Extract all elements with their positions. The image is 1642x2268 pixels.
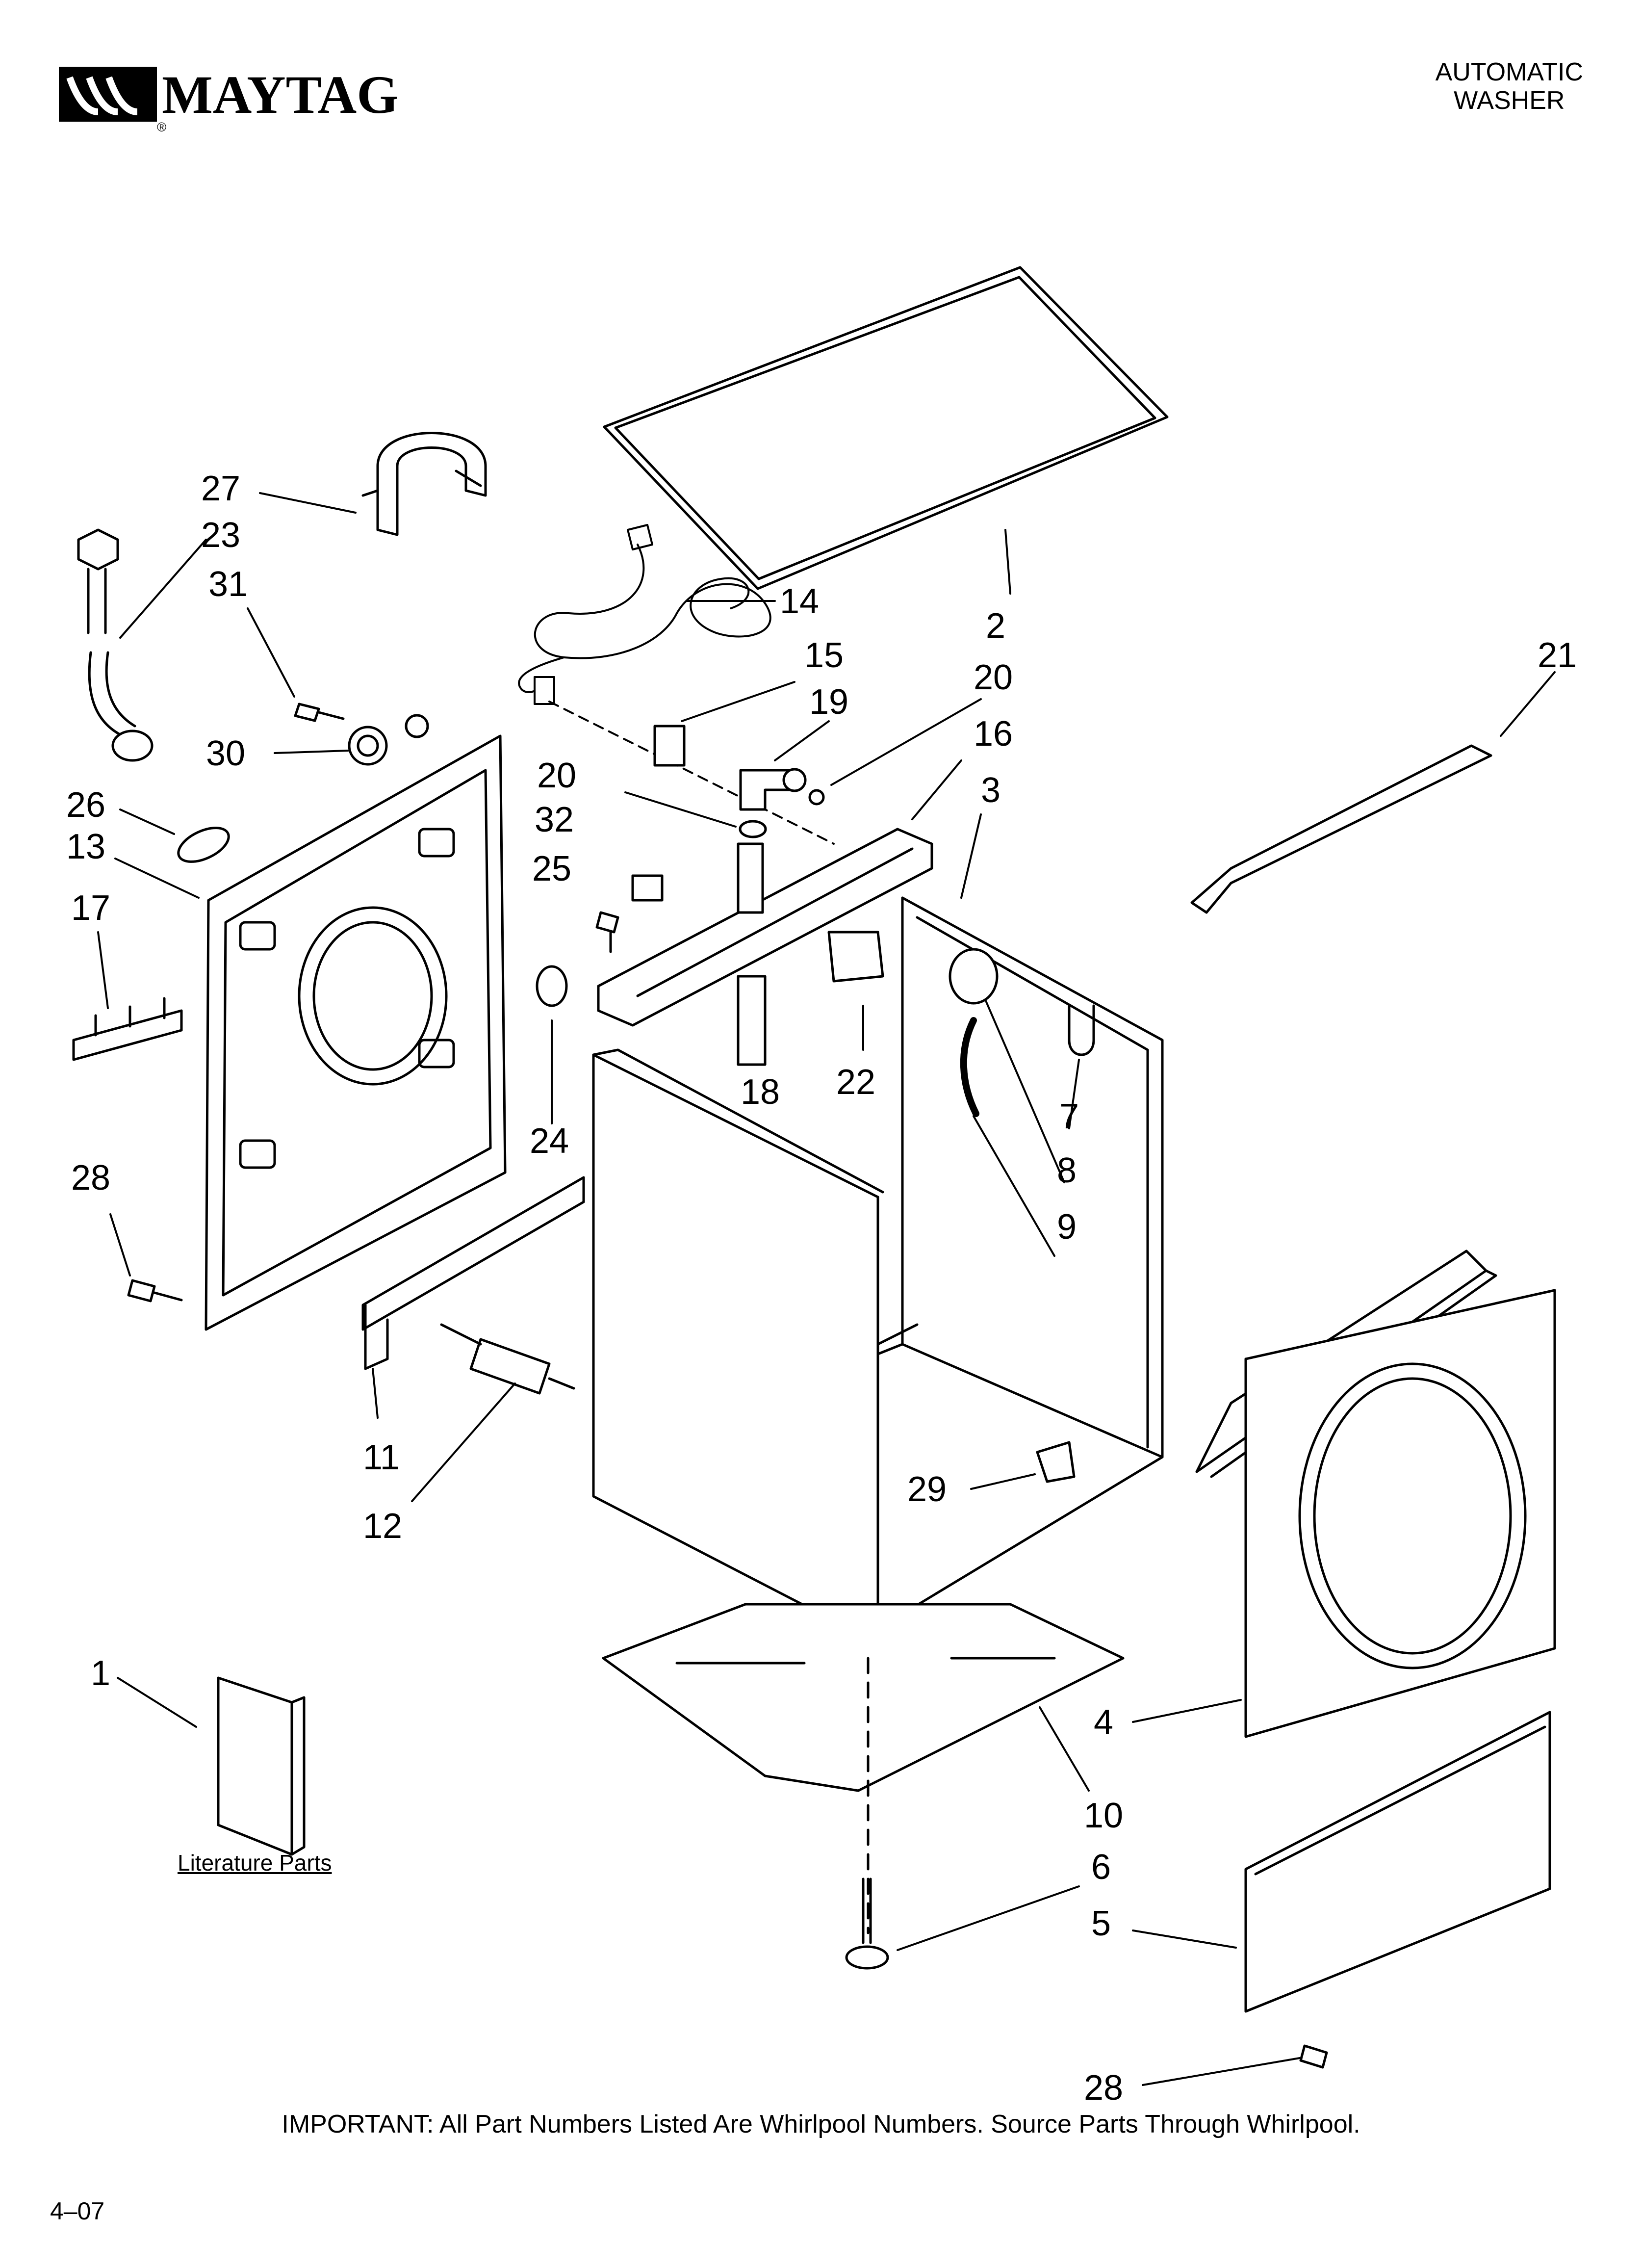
brand-name: MAYTAG (162, 65, 399, 125)
part-leveling-foot (845, 1877, 889, 1970)
callout-13: 13 (66, 827, 105, 866)
literature-parts-label: Literature Parts (178, 1850, 332, 1876)
callout-22: 22 (836, 1063, 875, 1102)
part-switch-22 (827, 931, 884, 983)
part-literature (217, 1676, 306, 1856)
callout-2: 2 (986, 606, 1005, 646)
part-inlet-hose (77, 528, 154, 762)
part-clamp-30 (348, 714, 429, 766)
callout-20a: 20 (974, 658, 1013, 697)
part-support-strap (1190, 744, 1492, 914)
callout-5: 5 (1091, 1904, 1111, 1943)
part-hose-bracket (361, 432, 487, 536)
callout-6: 6 (1091, 1848, 1111, 1887)
page-code: 4–07 (50, 2197, 105, 2225)
callout-24: 24 (530, 1121, 569, 1161)
callout-30: 30 (206, 734, 245, 773)
maytag-logo: MAYTAG ® (59, 65, 399, 134)
callout-10: 10 (1084, 1796, 1123, 1835)
callout-16: 16 (974, 714, 1013, 754)
callout-28-rear: 28 (71, 1158, 110, 1198)
callout-14: 14 (780, 582, 819, 621)
callout-32: 32 (535, 800, 574, 839)
callout-8: 8 (1057, 1151, 1077, 1190)
title-line-2: WASHER (1454, 86, 1565, 115)
dashed-guide-cord (548, 701, 835, 845)
footer-notice: IMPORTANT: All Part Numbers Listed Are W… (282, 2110, 1360, 2138)
callout-26: 26 (66, 785, 105, 825)
part-damper (440, 1323, 575, 1395)
callout-1: 1 (91, 1654, 110, 1693)
part-screw-31 (294, 703, 345, 722)
callout-27: 27 (201, 469, 240, 508)
callout-3: 3 (981, 771, 1001, 810)
part-clip-32 (631, 874, 664, 902)
part-screw-front (1299, 2044, 1328, 2069)
part-clamp-20b (739, 820, 767, 838)
part-clamp-24 (536, 965, 568, 1007)
part-screw-rear (127, 1279, 183, 1303)
callout-18: 18 (741, 1072, 780, 1112)
part-pressure-sensor (949, 948, 999, 1005)
part-front-panel (1244, 1289, 1556, 1738)
part-toe-panel (1244, 1711, 1551, 2013)
callout-21: 21 (1538, 636, 1577, 675)
callout-4: 4 (1094, 1703, 1113, 1742)
callout-28-front: 28 (1084, 2068, 1123, 2108)
callout-17: 17 (71, 888, 110, 928)
part-top-channel (597, 828, 933, 1027)
part-clamp-20a (808, 789, 825, 806)
part-drain-hose (737, 842, 767, 1066)
callout-20b: 20 (537, 756, 576, 795)
part-screw-25 (595, 911, 619, 953)
document-title: AUTOMATIC WASHER (1436, 58, 1583, 115)
callout-29: 29 (907, 1470, 947, 1509)
part-clip-29 (1036, 1441, 1076, 1483)
callout-numbers: 27 23 31 30 26 13 17 28 14 15 19 20 16 3… (66, 469, 1577, 2108)
part-grommet (177, 827, 230, 863)
part-power-cord (518, 524, 771, 705)
part-hose-guide (72, 997, 183, 1061)
callout-25: 25 (532, 849, 571, 888)
part-bracket-15 (653, 725, 686, 767)
callout-7: 7 (1059, 1097, 1079, 1136)
leader-lines (97, 492, 1556, 2086)
part-elbow-19 (739, 768, 807, 811)
part-rear-panel (205, 734, 507, 1331)
callout-31: 31 (208, 565, 248, 604)
callout-9: 9 (1057, 1207, 1077, 1247)
part-cabinet (592, 896, 1164, 1645)
part-rail (361, 1176, 585, 1370)
svg-text:®: ® (157, 120, 166, 134)
callout-19: 19 (809, 682, 848, 722)
part-base-pad (602, 1603, 1125, 1792)
callout-23: 23 (201, 516, 240, 555)
callout-15: 15 (804, 636, 844, 675)
part-tube-9 (960, 1017, 979, 1117)
callout-11: 11 (363, 1438, 400, 1477)
title-line-1: AUTOMATIC (1435, 58, 1583, 86)
part-top-cover (603, 266, 1169, 590)
part-hook-7 (1068, 1004, 1095, 1056)
callout-12: 12 (363, 1507, 402, 1546)
